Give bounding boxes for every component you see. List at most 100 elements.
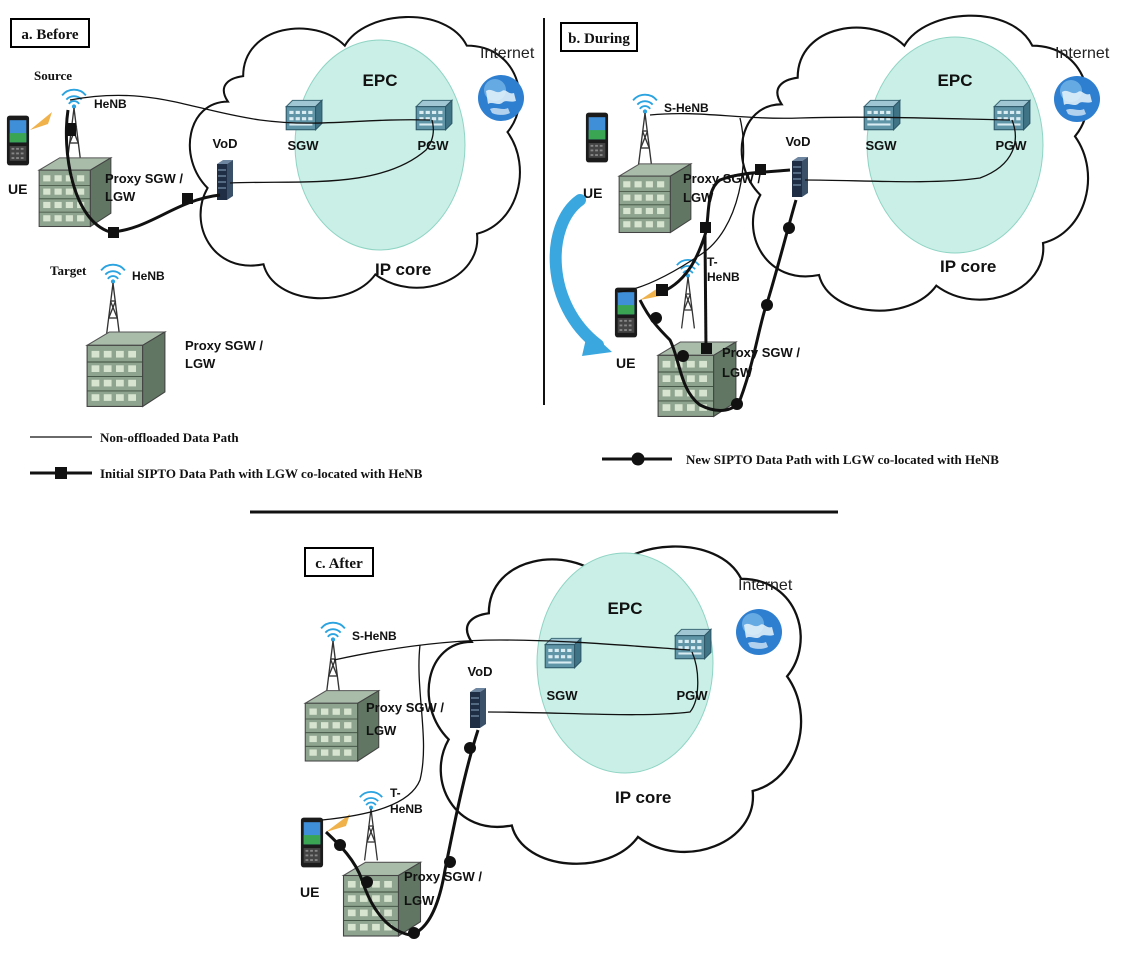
internet-label: Internet bbox=[1055, 45, 1110, 62]
epc-label: EPC bbox=[938, 71, 973, 90]
mobile-phone-icon bbox=[6, 115, 30, 166]
antenna-tower-icon bbox=[100, 263, 126, 339]
mobile-phone-icon bbox=[585, 112, 609, 163]
antenna-tower-icon bbox=[632, 93, 658, 169]
globe-icon bbox=[1054, 76, 1100, 122]
sgw-label: SGW bbox=[865, 138, 897, 153]
square-marker bbox=[108, 227, 119, 238]
circle-marker bbox=[334, 839, 346, 851]
panel-a: a. Before EPC IP core Internet SGW PGW V… bbox=[6, 15, 535, 408]
non-offloaded-path bbox=[69, 94, 431, 124]
pgw-label: PGW bbox=[676, 688, 708, 703]
server-building-icon bbox=[618, 163, 692, 234]
epc-ellipse bbox=[866, 36, 1044, 254]
panel-title: a. Before bbox=[21, 27, 79, 43]
square-marker bbox=[182, 193, 193, 204]
network-switch-icon bbox=[415, 99, 453, 131]
circle-marker bbox=[677, 350, 689, 362]
vod-label: VoD bbox=[785, 134, 810, 149]
square-marker bbox=[700, 222, 711, 233]
circle-marker bbox=[444, 856, 456, 868]
t-henb-label: T- bbox=[390, 786, 401, 800]
s-henb-label: S-HeNB bbox=[352, 629, 397, 643]
ue-label: UE bbox=[583, 185, 602, 201]
legend-square-marker bbox=[55, 467, 67, 479]
source-label: Source bbox=[34, 68, 72, 83]
panel-title: c. After bbox=[315, 556, 363, 572]
internet-label: Internet bbox=[738, 577, 793, 594]
non-offloaded-path bbox=[649, 112, 1011, 121]
panel-b: b. During EPC IP core Internet SGW PGW V… bbox=[549, 14, 1110, 418]
epc-ellipse bbox=[294, 39, 466, 251]
legend-initial-sipto: Initial SIPTO Data Path with LGW co-loca… bbox=[100, 466, 423, 481]
network-switch-icon bbox=[285, 99, 323, 131]
legend-non-offloaded: Non-offloaded Data Path bbox=[100, 430, 239, 445]
non-offloaded-path bbox=[804, 119, 1016, 183]
proxy-label: Proxy SGW / bbox=[185, 338, 263, 353]
radio-link-icon bbox=[30, 112, 52, 130]
initial-sipto-path bbox=[703, 234, 708, 351]
circle-marker bbox=[783, 222, 795, 234]
henb-target-label: HeNB bbox=[132, 269, 165, 283]
lgw-label: LGW bbox=[366, 723, 397, 738]
legend-new-sipto: New SIPTO Data Path with LGW co-located … bbox=[686, 452, 999, 467]
pgw-label: PGW bbox=[417, 138, 449, 153]
globe-icon bbox=[736, 609, 782, 655]
proxy-label: Proxy SGW / bbox=[105, 171, 183, 186]
panel-c: c. After EPC IP core Internet SGW PGW Vo… bbox=[300, 545, 803, 939]
panel-title-box bbox=[10, 18, 90, 48]
t-henb-label: HeNB bbox=[390, 802, 423, 816]
lgw-label: LGW bbox=[404, 893, 435, 908]
circle-marker bbox=[464, 742, 476, 754]
non-offloaded-path bbox=[487, 651, 699, 716]
antenna-tower-icon bbox=[358, 790, 384, 862]
server-rack-icon bbox=[791, 156, 809, 198]
circle-marker bbox=[408, 927, 420, 939]
mobile-phone-icon bbox=[300, 817, 324, 868]
proxy-label: Proxy SGW / bbox=[722, 345, 800, 360]
t-henb-label: HeNB bbox=[707, 270, 740, 284]
vod-label: VoD bbox=[212, 136, 237, 151]
mobile-phone-icon bbox=[614, 287, 638, 338]
square-marker bbox=[701, 343, 712, 354]
vod-label: VoD bbox=[467, 664, 492, 679]
server-rack-icon bbox=[469, 687, 487, 729]
epc-label: EPC bbox=[608, 599, 643, 618]
internet-label: Internet bbox=[480, 45, 535, 62]
non-offloaded-path bbox=[229, 119, 434, 184]
legend: Non-offloaded Data Path Initial SIPTO Da… bbox=[30, 430, 999, 481]
ip-core-label: IP core bbox=[940, 257, 996, 276]
circle-marker bbox=[761, 299, 773, 311]
lgw-label: LGW bbox=[185, 356, 216, 371]
circle-marker bbox=[731, 398, 743, 410]
network-switch-icon bbox=[993, 99, 1031, 131]
circle-marker bbox=[650, 312, 662, 324]
new-sipto-path bbox=[324, 729, 480, 937]
proxy-label: Proxy SGW / bbox=[366, 700, 444, 715]
ue-label: UE bbox=[8, 181, 27, 197]
panel-title: b. During bbox=[568, 31, 630, 47]
epc-ellipse bbox=[536, 552, 714, 774]
radio-link-icon bbox=[326, 814, 350, 832]
t-henb-label: T- bbox=[707, 255, 718, 269]
epc-label: EPC bbox=[363, 71, 398, 90]
antenna-tower-icon bbox=[320, 621, 346, 697]
panel-title-box bbox=[304, 547, 374, 577]
server-building-icon bbox=[86, 331, 166, 408]
square-marker bbox=[755, 164, 766, 175]
circle-marker bbox=[361, 876, 373, 888]
square-marker bbox=[66, 123, 76, 136]
s-henb-label: S-HeNB bbox=[664, 101, 709, 115]
network-switch-icon bbox=[863, 99, 901, 131]
square-marker bbox=[656, 284, 668, 296]
lgw-label: LGW bbox=[105, 189, 136, 204]
non-offloaded-path bbox=[333, 639, 691, 661]
sgw-label: SGW bbox=[287, 138, 319, 153]
lgw-label: LGW bbox=[722, 365, 753, 380]
movement-arrow bbox=[549, 194, 604, 351]
non-offloaded-path bbox=[321, 644, 425, 821]
ue-label: UE bbox=[300, 884, 319, 900]
ue-label: UE bbox=[616, 355, 635, 371]
henb-source-label: HeNB bbox=[94, 97, 127, 111]
panel-title-box bbox=[560, 22, 638, 52]
